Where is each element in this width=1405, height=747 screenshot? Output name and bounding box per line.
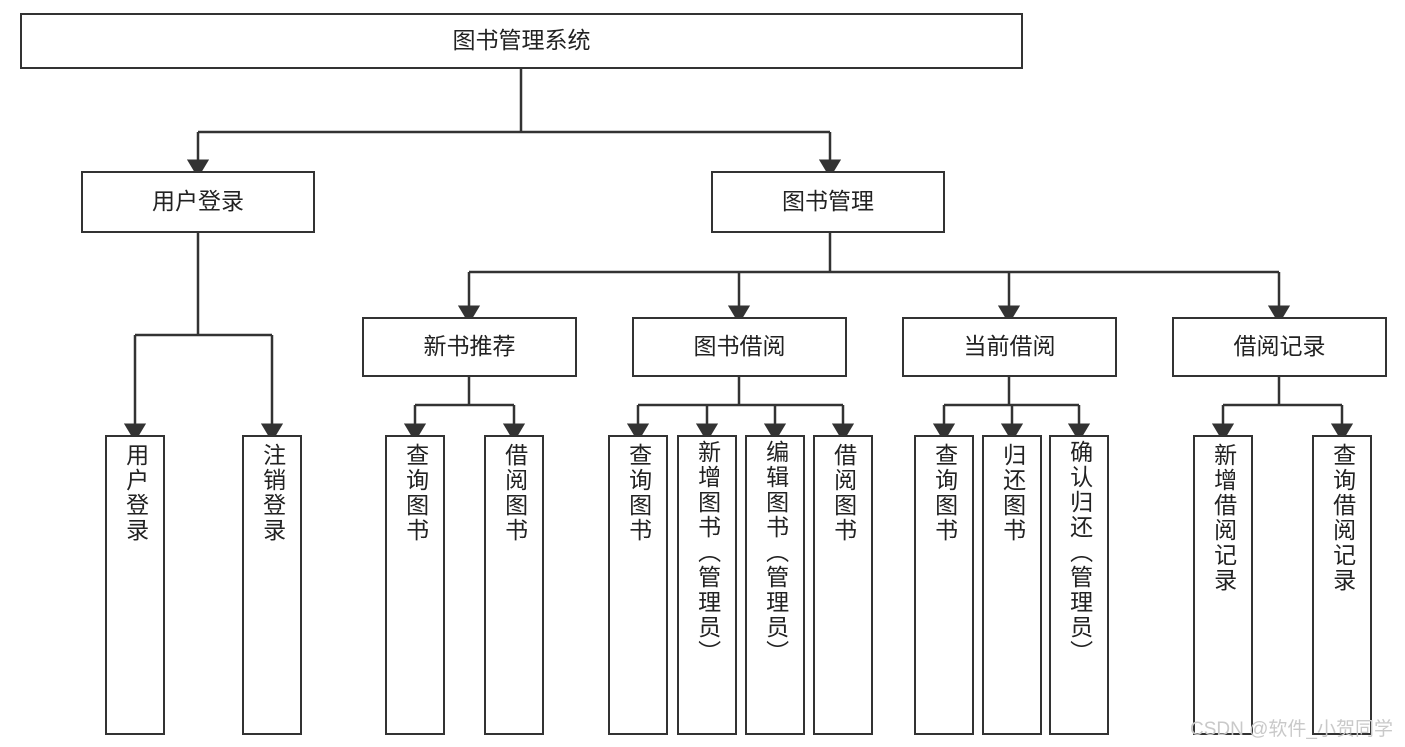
node-new-book-recommend[interactable]: 新书推荐 — [362, 317, 577, 377]
node-book-management-system[interactable]: 图书管理系统 — [20, 13, 1023, 69]
node-borrow-record[interactable]: 借阅记录 — [1172, 317, 1387, 377]
node-leaf-query-book-current[interactable]: 查询图书 — [914, 435, 974, 735]
node-leaf-user-login[interactable]: 用户登录 — [105, 435, 165, 735]
node-leaf-query-borrow-record[interactable]: 查询借阅记录 — [1312, 435, 1372, 735]
node-book-management[interactable]: 图书管理 — [711, 171, 945, 233]
node-leaf-query-book-borrow[interactable]: 查询图书 — [608, 435, 668, 735]
node-leaf-edit-book-admin[interactable]: 编辑图书（管理员） — [745, 435, 805, 735]
node-leaf-add-book-admin[interactable]: 新增图书（管理员） — [677, 435, 737, 735]
node-leaf-borrow-book-borrow[interactable]: 借阅图书 — [813, 435, 873, 735]
node-leaf-return-book[interactable]: 归还图书 — [982, 435, 1042, 735]
node-leaf-logout[interactable]: 注销登录 — [242, 435, 302, 735]
node-current-borrow[interactable]: 当前借阅 — [902, 317, 1117, 377]
node-leaf-borrow-book-recommend[interactable]: 借阅图书 — [484, 435, 544, 735]
node-leaf-add-borrow-record[interactable]: 新增借阅记录 — [1193, 435, 1253, 735]
node-user-login[interactable]: 用户登录 — [81, 171, 315, 233]
node-leaf-query-book-recommend[interactable]: 查询图书 — [385, 435, 445, 735]
node-leaf-confirm-return-admin[interactable]: 确认归还（管理员） — [1049, 435, 1109, 735]
node-book-borrow[interactable]: 图书借阅 — [632, 317, 847, 377]
